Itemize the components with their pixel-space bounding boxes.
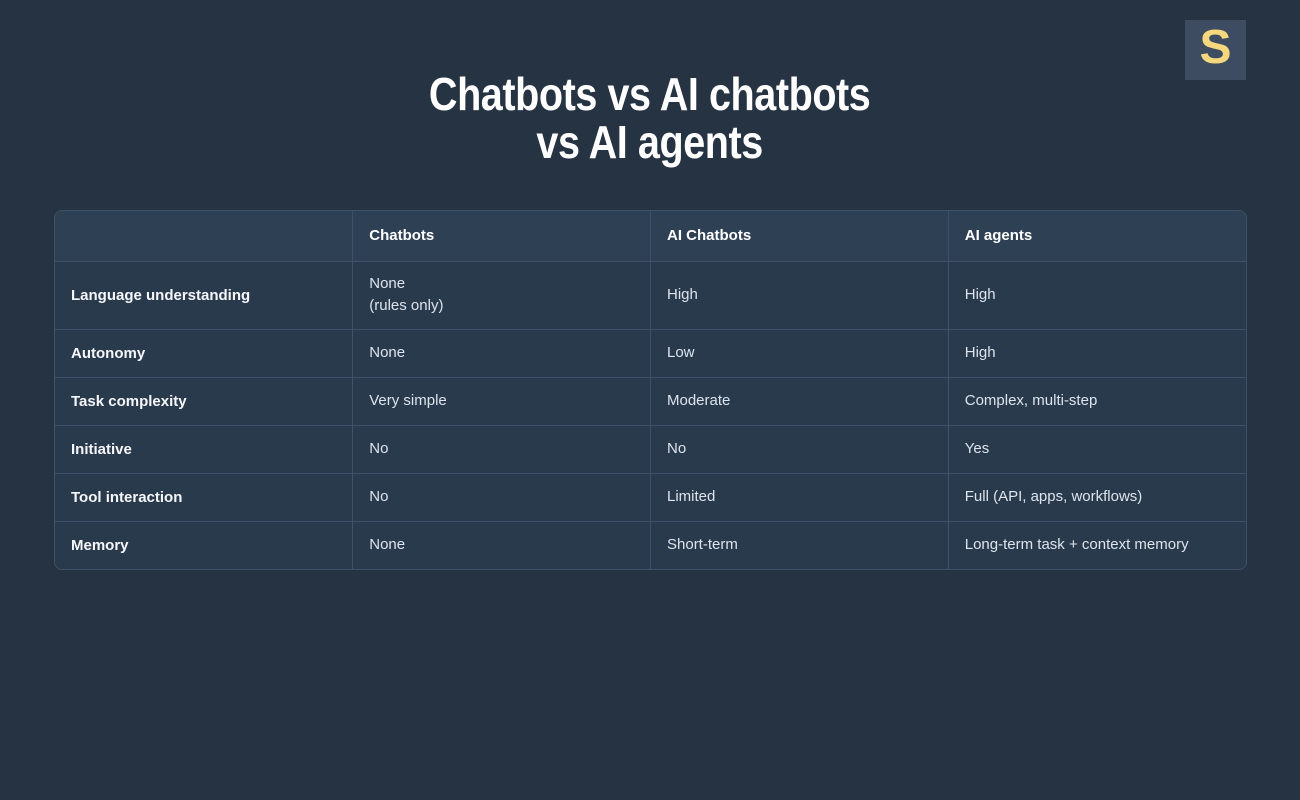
table-cell: No [650,425,949,474]
table-cell: No [352,473,651,522]
comparison-table: Chatbots AI Chatbots AI agents Language … [54,210,1247,570]
table-cell: High [948,261,1246,330]
table-cell: Complex, multi-step [948,377,1246,426]
table-cell: Low [650,329,949,378]
table-cell: None [352,521,651,569]
table-row-memory: Memory None Short-term Long-term task + … [55,521,1246,569]
brand-logo: S [1185,20,1246,80]
brand-logo-letter: S [1199,21,1232,74]
table-header-row: Chatbots AI Chatbots AI agents [55,211,1246,262]
table-cell: High [650,261,949,330]
row-label: Initiative [55,425,354,474]
row-label: Task complexity [55,377,354,426]
table-row-initiative: Initiative No No Yes [55,425,1246,474]
column-header-blank [55,211,354,262]
table-cell: Yes [948,425,1246,474]
table-cell: High [948,329,1246,378]
row-label: Autonomy [55,329,354,378]
page-title: Chatbots vs AI chatbots vs AI agents [0,70,1300,166]
table-cell: Moderate [650,377,949,426]
column-header-chatbots: Chatbots [352,211,651,262]
row-label: Tool interaction [55,473,354,522]
table-cell: Very simple [352,377,651,426]
table-row-tool-interaction: Tool interaction No Limited Full (API, a… [55,473,1246,522]
table-cell: Long-term task + context memory [964,536,1189,554]
table-cell: Short-term [650,521,949,569]
table-row-task-complexity: Task complexity Very simple Moderate Com… [55,377,1246,426]
table-cell: Limited [650,473,949,522]
page-title-line-1: Chatbots vs AI chatbots [429,68,871,120]
page-title-line-2: vs AI agents [536,116,764,168]
row-label: Memory [55,521,354,569]
table-cell: Full (API, apps, workflows) [948,473,1246,522]
comparison-table-grid: Chatbots AI Chatbots AI agents Language … [55,211,1246,569]
row-label: Language understanding [55,261,354,330]
column-header-ai-agents: AI agents [948,211,1246,262]
table-cell: No [352,425,651,474]
column-header-ai-chatbots: AI Chatbots [650,211,949,262]
table-header: Chatbots AI Chatbots AI agents [55,211,1246,262]
table-cell: None [352,329,651,378]
table-body: Language understanding None (rules only)… [55,261,1246,569]
table-row-autonomy: Autonomy None Low High [55,329,1246,378]
table-cell: None (rules only) [352,261,651,330]
table-row-language-understanding: Language understanding None (rules only)… [55,261,1246,330]
